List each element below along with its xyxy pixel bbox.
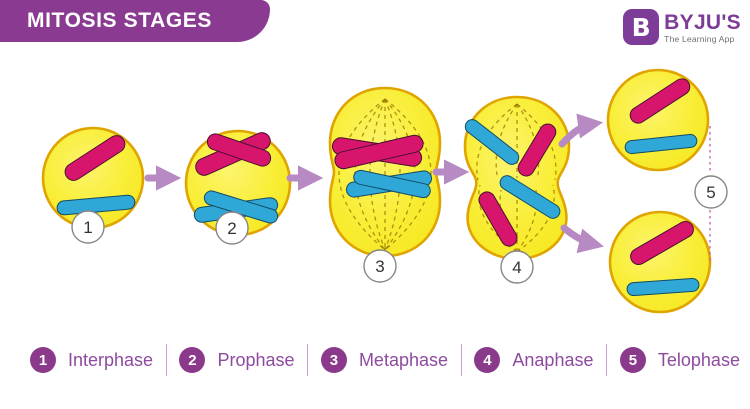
legend-badge-1: 1 — [30, 347, 56, 373]
legend-label-metaphase: Metaphase — [358, 349, 448, 370]
page-title: MITOSIS STAGES — [27, 9, 212, 32]
cell-telophase-top — [606, 68, 710, 172]
legend-item-metaphase: 3 Metaphase — [320, 347, 448, 373]
logo-brand-text: BYJU'S — [664, 11, 741, 34]
byjus-logo: B BYJU'S The Learning App — [623, 9, 741, 45]
legend-badge-5: 5 — [619, 347, 646, 373]
svg-text:4: 4 — [512, 258, 521, 277]
arrow-4-bottom — [560, 224, 604, 254]
logo-tagline-text: The Learning App — [664, 34, 735, 44]
svg-text:5: 5 — [706, 183, 715, 202]
chromosome-pink — [206, 133, 272, 167]
legend-label-interphase: Interphase — [68, 349, 154, 370]
chromosome-pink — [629, 78, 691, 124]
legend-divider — [606, 344, 608, 376]
chromosome-pink — [517, 123, 557, 177]
cell-prophase: 2 — [184, 129, 292, 245]
cell-membrane — [608, 210, 712, 314]
stage-badge-4: 4 — [500, 250, 534, 284]
cell-interphase: 1 — [41, 126, 145, 244]
legend-divider — [165, 344, 167, 376]
cell-membrane — [606, 68, 710, 172]
legend-label-prophase: Prophase — [217, 349, 295, 370]
arrow-4-top — [558, 113, 604, 148]
chromosome-blue — [56, 194, 136, 216]
stage-badge-1: 1 — [71, 210, 105, 244]
legend-badge-2: 2 — [179, 347, 206, 373]
legend-label-telophase: Telophase — [657, 349, 740, 370]
stage-badge-3: 3 — [363, 249, 397, 283]
svg-text:3: 3 — [375, 257, 384, 276]
svg-text:2: 2 — [227, 219, 236, 238]
legend: 1 Interphase 2 Prophase 3 Metaphase 4 An… — [0, 342, 750, 378]
stage-badge-5: 5 — [694, 175, 728, 209]
legend-divider — [307, 344, 309, 376]
cell-anaphase: 4 — [463, 95, 571, 284]
legend-label-anaphase: Anaphase — [512, 349, 594, 370]
chromosome-pink — [630, 221, 694, 265]
legend-item-interphase: 1 Interphase — [30, 347, 153, 373]
chromosome-pink — [478, 191, 518, 247]
chromosome-blue — [464, 119, 520, 165]
legend-badge-3: 3 — [320, 347, 347, 373]
chromosome-blue — [624, 133, 698, 155]
header-banner: MITOSIS STAGES — [0, 0, 270, 42]
legend-divider — [460, 344, 462, 376]
legend-item-telophase: 5 Telophase — [619, 347, 740, 373]
chromosome-pink — [334, 134, 424, 170]
chromosome-blue — [499, 175, 561, 219]
cell-metaphase: 3 — [328, 86, 442, 283]
legend-badge-4: 4 — [474, 347, 501, 373]
byjus-b-icon: B — [623, 9, 660, 45]
legend-item-prophase: 2 Prophase — [179, 347, 295, 373]
chromosome-pink — [64, 135, 126, 181]
stage-badge-2: 2 — [215, 211, 249, 245]
cell-telophase-bottom — [608, 210, 712, 314]
chromosome-blue — [626, 277, 700, 297]
svg-text:1: 1 — [83, 218, 92, 237]
chromosome-blue — [353, 169, 431, 199]
legend-item-anaphase: 4 Anaphase — [474, 347, 593, 373]
